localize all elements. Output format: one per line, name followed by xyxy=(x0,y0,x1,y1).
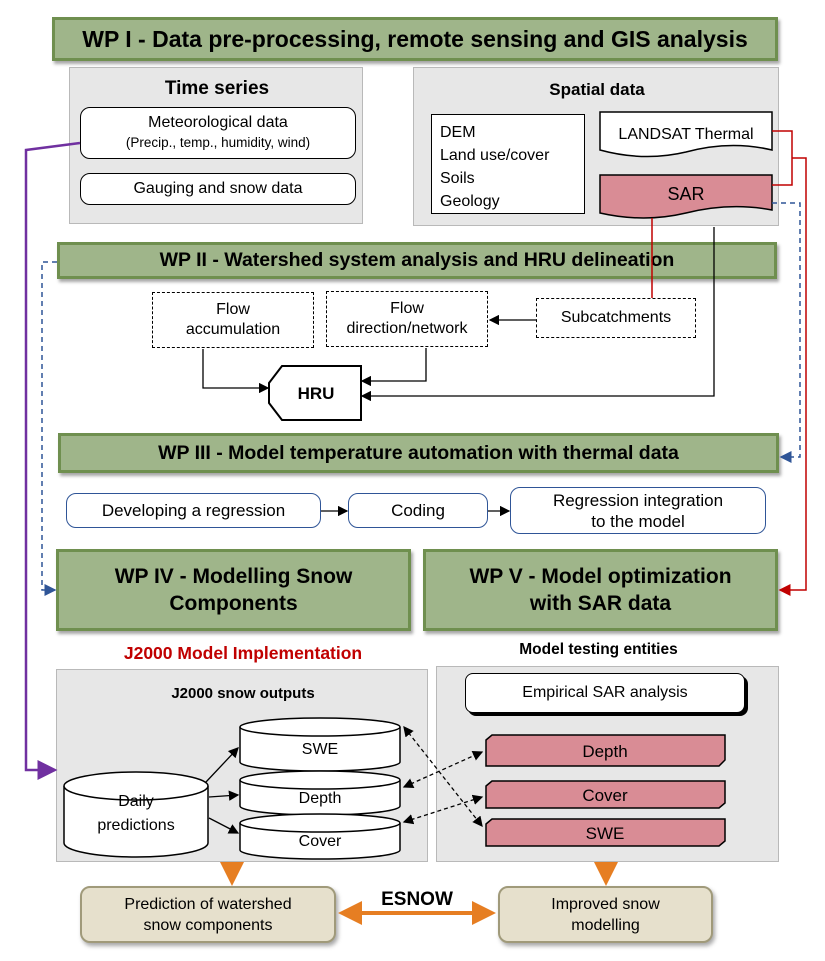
swe-label: SWE xyxy=(302,741,338,758)
gauging-label: Gauging and snow data xyxy=(133,180,303,197)
improved-line1: Improved snow xyxy=(551,895,660,913)
spatial-data-title: Spatial data xyxy=(549,80,645,99)
landsat-shape xyxy=(599,111,773,158)
empirical-label: Empirical SAR analysis xyxy=(522,684,688,701)
improved-box: Improved snow modelling xyxy=(498,886,713,943)
sar-label: SAR xyxy=(667,184,704,204)
empirical-sar-box: Empirical SAR analysis xyxy=(465,673,745,713)
wp1-title: WP I - Data pre-processing, remote sensi… xyxy=(82,25,748,52)
depth-cylinder xyxy=(239,770,401,816)
depth-label: Depth xyxy=(299,790,342,807)
daily-predictions-cylinder xyxy=(63,771,209,858)
improved-line2: modelling xyxy=(571,916,640,934)
swe-cylinder xyxy=(239,717,401,772)
cover-cylinder xyxy=(239,813,401,860)
testing-cover-label: Cover xyxy=(582,786,628,805)
testing-heading: Model testing entities xyxy=(519,641,678,658)
daily-line2: predictions xyxy=(97,817,174,834)
flow-dir-line1: Flow xyxy=(390,300,424,317)
meteorological-data-box: Meteorological data (Precip., temp., hum… xyxy=(80,107,356,159)
wp1-banner: WP I - Data pre-processing, remote sensi… xyxy=(52,17,778,61)
esnow-label: ESNOW xyxy=(381,889,453,910)
step1-label: Developing a regression xyxy=(101,500,286,520)
met-line2: (Precip., temp., humidity, wind) xyxy=(125,135,311,150)
wp4-line2: Components xyxy=(169,592,298,615)
sar-shape xyxy=(599,174,773,219)
met-line1: Meteorological data xyxy=(148,114,288,131)
daily-line1: Daily xyxy=(118,793,154,810)
step2-label: Coding xyxy=(391,500,445,520)
layer-dem: DEM xyxy=(440,124,476,141)
testing-depth-label: Depth xyxy=(582,742,627,761)
wp5-banner: WP V - Model optimization with SAR data xyxy=(423,549,778,631)
j2000-panel-title: J2000 snow outputs xyxy=(171,685,315,702)
flow-accumulation-box: Flow accumulation xyxy=(152,292,314,348)
flow-acc-line1: Flow xyxy=(216,301,250,318)
testing-cover-shape xyxy=(485,780,726,809)
wp5-line2: with SAR data xyxy=(529,592,672,615)
landsat-label: LANDSAT Thermal xyxy=(618,126,753,143)
time-series-title: Time series xyxy=(164,78,270,99)
wp2-title: WP II - Watershed system analysis and HR… xyxy=(159,249,675,271)
wp3-title: WP III - Model temperature automation wi… xyxy=(158,441,679,464)
testing-swe-shape xyxy=(485,818,726,847)
j2000-heading: J2000 Model Implementation xyxy=(123,643,363,663)
wp3-banner: WP III - Model temperature automation wi… xyxy=(58,433,779,473)
cover-label: Cover xyxy=(299,833,342,850)
spatial-layers-box: DEM Land use/cover Soils Geology xyxy=(431,114,585,214)
layer-landuse: Land use/cover xyxy=(440,147,550,164)
developing-regression-box: Developing a regression xyxy=(66,493,321,528)
subcatchments-box: Subcatchments xyxy=(536,298,696,338)
testing-swe-label: SWE xyxy=(586,824,625,843)
subcatchments-label: Subcatchments xyxy=(560,309,672,326)
wp2-banner: WP II - Watershed system analysis and HR… xyxy=(57,242,777,279)
layer-soils: Soils xyxy=(440,170,475,187)
flow-dir-line2: direction/network xyxy=(346,320,468,337)
regression-integration-box: Regression integration to the model xyxy=(510,487,766,534)
flow-acc-line2: accumulation xyxy=(185,321,281,338)
prediction-line2: snow components xyxy=(143,916,273,934)
step3-line2: to the model xyxy=(591,511,685,531)
wp4-banner: WP IV - Modelling Snow Components xyxy=(56,549,411,631)
gauging-snow-box: Gauging and snow data xyxy=(80,173,356,205)
hru-label: HRU xyxy=(298,384,335,403)
wp4-line1: WP IV - Modelling Snow xyxy=(114,565,353,588)
layer-geology: Geology xyxy=(440,193,500,210)
step3-line1: Regression integration xyxy=(552,490,724,510)
flow-direction-box: Flow direction/network xyxy=(326,291,488,347)
coding-box: Coding xyxy=(348,493,488,528)
prediction-line1: Prediction of watershed xyxy=(124,895,292,913)
testing-depth-shape xyxy=(485,734,726,767)
wp5-line1: WP V - Model optimization xyxy=(469,565,732,588)
prediction-box: Prediction of watershed snow components xyxy=(80,886,336,943)
